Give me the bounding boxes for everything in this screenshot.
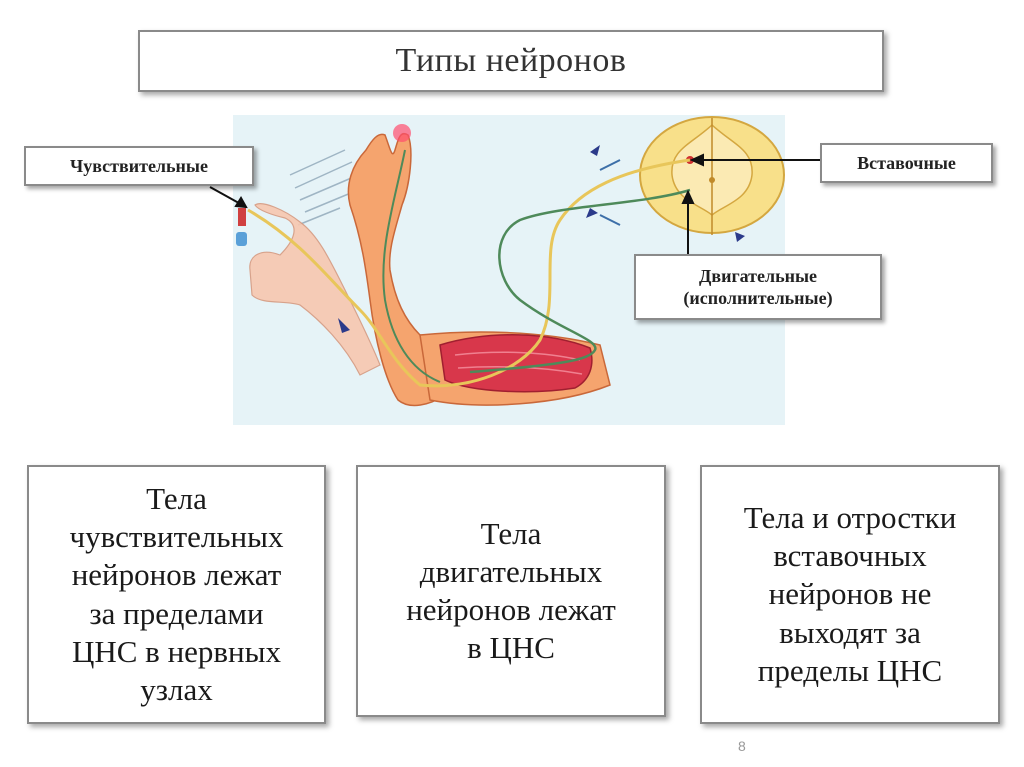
leader-lines (209, 153, 820, 254)
info-sensory-line: нейронов лежат (71, 557, 282, 593)
stimulus-glow (393, 124, 411, 142)
info-inter-line: Тела и отростки (743, 500, 957, 536)
info-box-motor: Тела двигательных нейронов лежат в ЦНС (356, 465, 666, 717)
sensory-nerve (247, 158, 691, 388)
spinal-cord (639, 116, 785, 235)
label-motor-line1: Двигательные (698, 265, 818, 286)
motion-lines (289, 149, 359, 226)
label-motor-line2: (исполнительные) (683, 288, 833, 308)
label-interneurons: Вставочные (820, 143, 993, 183)
label-motor-neurons: Двигательные (исполнительные) (634, 254, 882, 320)
page-title: Типы нейронов (395, 42, 627, 79)
motor-nerve (469, 188, 691, 374)
info-motor-line: в ЦНС (467, 630, 555, 666)
motor-nerve-arm (382, 149, 441, 383)
info-inter-line: выходят за (779, 614, 921, 650)
label-sensory-neurons: Чувствительные (24, 146, 254, 186)
slide-number: 8 (738, 738, 746, 754)
info-motor-line: Тела (480, 515, 542, 551)
info-sensory-line: Тела (146, 481, 207, 517)
direction-arrows (338, 145, 745, 333)
info-inter-line: вставочных (773, 538, 927, 574)
info-inter-line: пределы ЦНС (757, 652, 943, 688)
info-motor-line: нейронов лежат (406, 592, 616, 627)
info-sensory-line: ЦНС в нервных (71, 633, 281, 669)
arm-reflex-ghost (249, 203, 381, 376)
info-inter-line: нейронов не (768, 576, 932, 612)
info-sensory-line: за пределами (89, 595, 264, 631)
pin-icon (236, 208, 247, 246)
info-motor-line: двигательных (419, 553, 603, 589)
nerve-pathways (247, 149, 691, 388)
info-sensory-line: узлах (140, 671, 213, 707)
title-box: Типы нейронов (138, 30, 884, 92)
info-box-sensory: Тела чувствительных нейронов лежат за пр… (27, 465, 326, 724)
info-sensory-line: чувствительных (69, 519, 284, 555)
info-box-interneuron: Тела и отростки вставочных нейронов не в… (700, 465, 1000, 724)
